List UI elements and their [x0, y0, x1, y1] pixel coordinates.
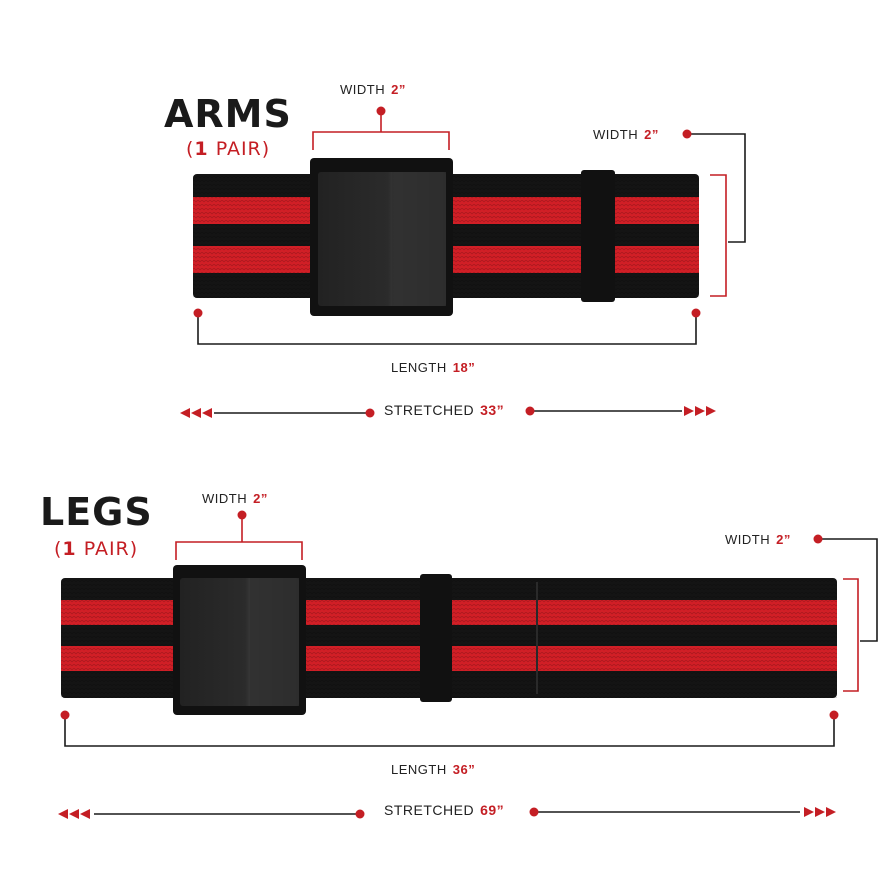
arms-stretched-arrows	[180, 406, 716, 418]
legs-buckle-width-bracket	[175, 517, 303, 560]
legs-buckle	[173, 565, 306, 715]
arms-buckle-width-dot	[376, 106, 386, 116]
arms-length-bracket	[193, 308, 701, 345]
arms-strap-width-bracket	[690, 133, 746, 297]
arms-strap-keeper	[581, 170, 615, 302]
arms-pair-label: (1 PAIR)	[186, 138, 271, 160]
legs-strap-width-dot	[813, 534, 823, 544]
arms-strap-width-dot	[682, 129, 692, 139]
legs-title: LEGS	[40, 490, 153, 534]
arms-buckle	[310, 158, 453, 316]
arms-buckle-width-bracket	[312, 113, 450, 150]
legs-strap-keeper	[420, 574, 452, 702]
legs-buckle-width-dot	[237, 510, 247, 520]
legs-pair-label: (1 PAIR)	[54, 538, 139, 560]
arms-title: ARMS	[164, 92, 292, 136]
legs-strap-width-bracket	[821, 538, 878, 692]
legs-stretched-arrows	[58, 807, 836, 819]
legs-length-bracket	[60, 710, 839, 747]
